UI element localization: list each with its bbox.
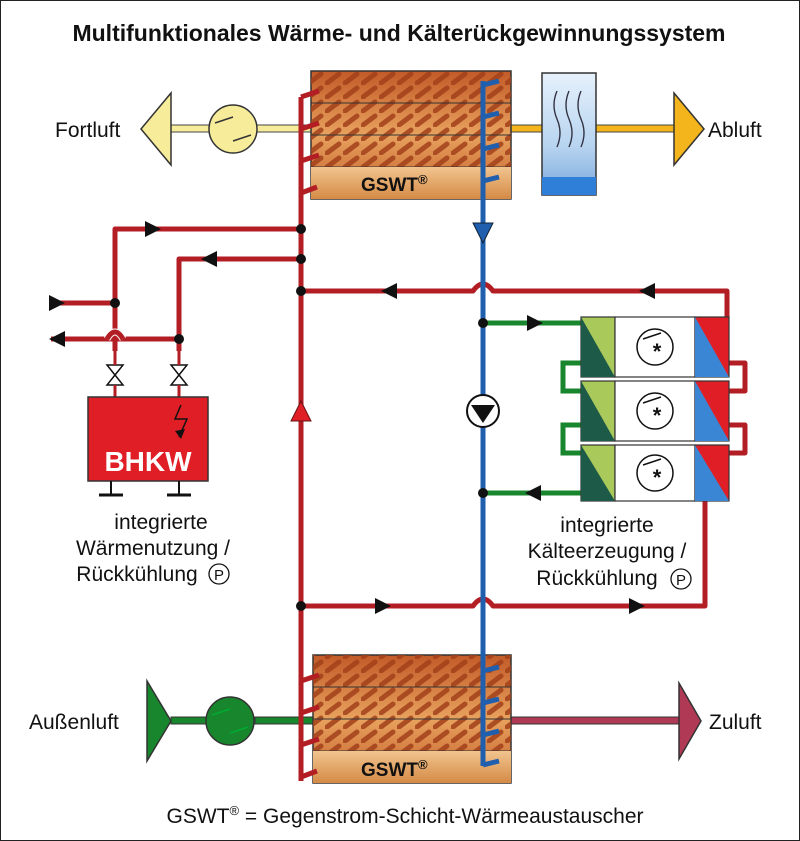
bhkw-unit (87, 396, 209, 497)
exhaust-fan-icon (208, 104, 258, 154)
compressor-icon (636, 328, 674, 492)
flow-arrow-icons (49, 221, 655, 614)
fortluft-outlet-icon (140, 90, 172, 168)
aussenluft-inlet-icon (146, 678, 172, 764)
svg-text:*: * (653, 403, 662, 428)
valve-icon (105, 364, 189, 386)
hot-flow-arrow-icon (290, 399, 312, 422)
gswt-top-label: GSWT® (361, 172, 428, 196)
right-caption-line2: Kälteerzeugung / (528, 540, 687, 563)
svg-text:*: * (653, 465, 662, 490)
gswt-bottom-exchanger (312, 654, 512, 784)
air-washer-icon (541, 72, 597, 196)
left-caption-line1: integrierte (114, 511, 207, 534)
left-caption-line3: Rückkühlung (76, 563, 197, 586)
p-symbol-left: P (214, 567, 224, 584)
label-fortluft: Fortluft (55, 119, 121, 142)
hot-water-circuit (51, 88, 748, 781)
label-aussenluft: Außenluft (29, 711, 119, 734)
svg-text:*: * (653, 339, 662, 364)
gswt-bottom-label: GSWT® (361, 757, 428, 781)
abluft-inlet-icon (673, 90, 705, 168)
diagram-title: Multifunktionales Wärme- und Kälterückge… (72, 20, 725, 46)
p-symbol-left-icon (208, 563, 230, 585)
chiller-module-3 (580, 444, 730, 502)
bhkw-label: BHKW (104, 446, 192, 477)
supply-fan-icon (205, 696, 255, 746)
label-zuluft: Zuluft (709, 711, 762, 734)
chiller-module-1 (580, 316, 730, 378)
zuluft-outlet-icon (678, 680, 702, 762)
p-symbol-right: P (676, 572, 686, 589)
footer-definition: GSWT® = Gegenstrom-Schicht-Wärmeaustausc… (167, 803, 644, 828)
label-abluft: Abluft (708, 119, 762, 142)
left-caption-line2: Wärmenutzung / (76, 537, 230, 560)
cold-flow-arrow-icon (472, 222, 494, 245)
pump-icon (466, 394, 500, 428)
p-symbol-right-icon (670, 568, 692, 590)
gswt-top-exchanger (310, 70, 512, 200)
junction-dots (110, 224, 488, 611)
right-caption-line3: Rückkühlung (536, 567, 657, 590)
right-caption-line1: integrierte (560, 514, 653, 537)
